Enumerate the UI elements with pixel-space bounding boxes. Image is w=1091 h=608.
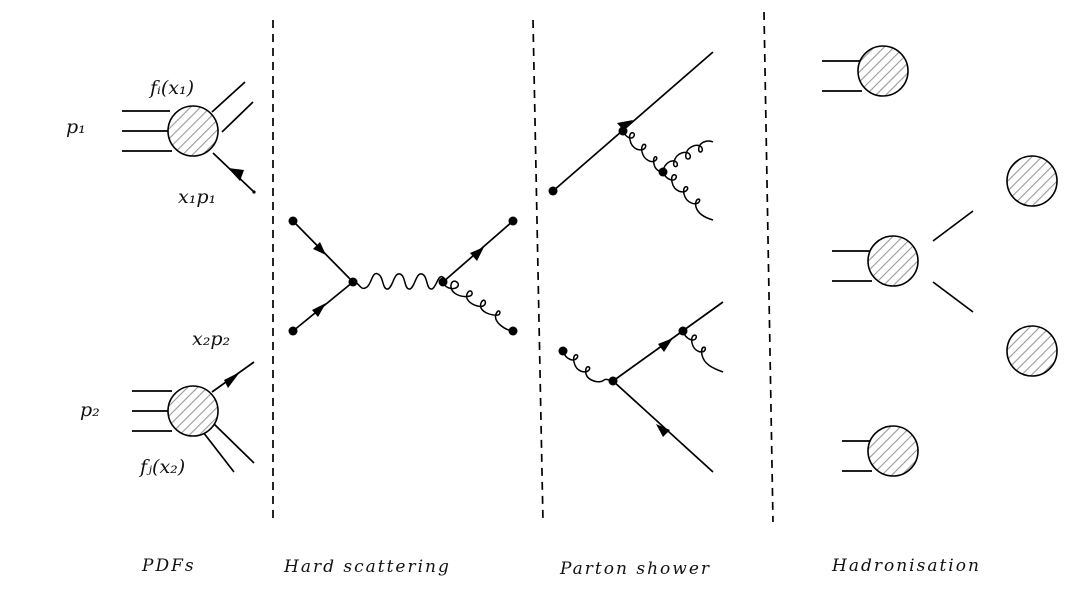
- label-p1: p₁: [66, 116, 86, 138]
- hadron-2: [867, 235, 919, 287]
- arrow-in-bottom: [312, 303, 326, 317]
- shower-gluon-top-1: [622, 130, 664, 173]
- proton-2: [132, 361, 255, 473]
- label-fj: fⱼ(x₂): [138, 456, 185, 478]
- arrow-in-top: [313, 242, 326, 255]
- hadronisation-section: [822, 45, 1058, 477]
- shower-gluon-top-2: [662, 140, 714, 173]
- arrow-x1p1: [228, 168, 244, 181]
- gluon-propagator: [352, 272, 445, 290]
- arrow-x2p2: [224, 372, 240, 388]
- caption-hard-scattering: Hard scattering: [283, 557, 451, 577]
- arrow-out-top: [470, 247, 484, 261]
- hadron-decay-2: [1006, 325, 1058, 377]
- divider-2: [532, 19, 544, 523]
- hard-scattering-section: [288, 216, 518, 336]
- divider-3: [763, 11, 774, 523]
- hadron-1: [857, 45, 909, 97]
- shower-gluon-top-3: [662, 171, 714, 221]
- proton-2-blob: [167, 385, 219, 437]
- pdf-labels: p₁ p₂ fᵢ(x₁) fⱼ(x₂) x₁p₁ x₂p₂: [66, 77, 230, 478]
- section-dividers: [272, 11, 774, 523]
- proton-1: [122, 81, 256, 194]
- stage-captions: PDFs Hard scattering Parton shower Hadro…: [141, 556, 981, 579]
- proton-1-blob: [167, 105, 219, 157]
- label-fi: fᵢ(x₁): [148, 77, 194, 99]
- parton-shower-section: [548, 51, 724, 473]
- shower-gluon-bottom-2: [682, 330, 724, 373]
- label-p2: p₂: [80, 399, 100, 421]
- shower-gluon-bottom-1: [562, 350, 614, 383]
- pdf-section: [122, 81, 256, 473]
- arrow-shower-bottom-in: [656, 424, 670, 437]
- arrow-shower-bottom-out: [658, 338, 673, 352]
- caption-parton-shower: Parton shower: [559, 559, 711, 579]
- caption-hadronisation: Hadronisation: [831, 556, 981, 576]
- arrow-shower-top: [617, 120, 633, 131]
- hadron-decay-1: [1006, 155, 1058, 207]
- caption-pdfs: PDFs: [141, 556, 196, 576]
- label-x1p1: x₁p₁: [178, 186, 216, 208]
- gluon-outgoing: [442, 280, 514, 332]
- label-x2p2: x₂p₂: [192, 328, 230, 350]
- hadron-3: [867, 425, 919, 477]
